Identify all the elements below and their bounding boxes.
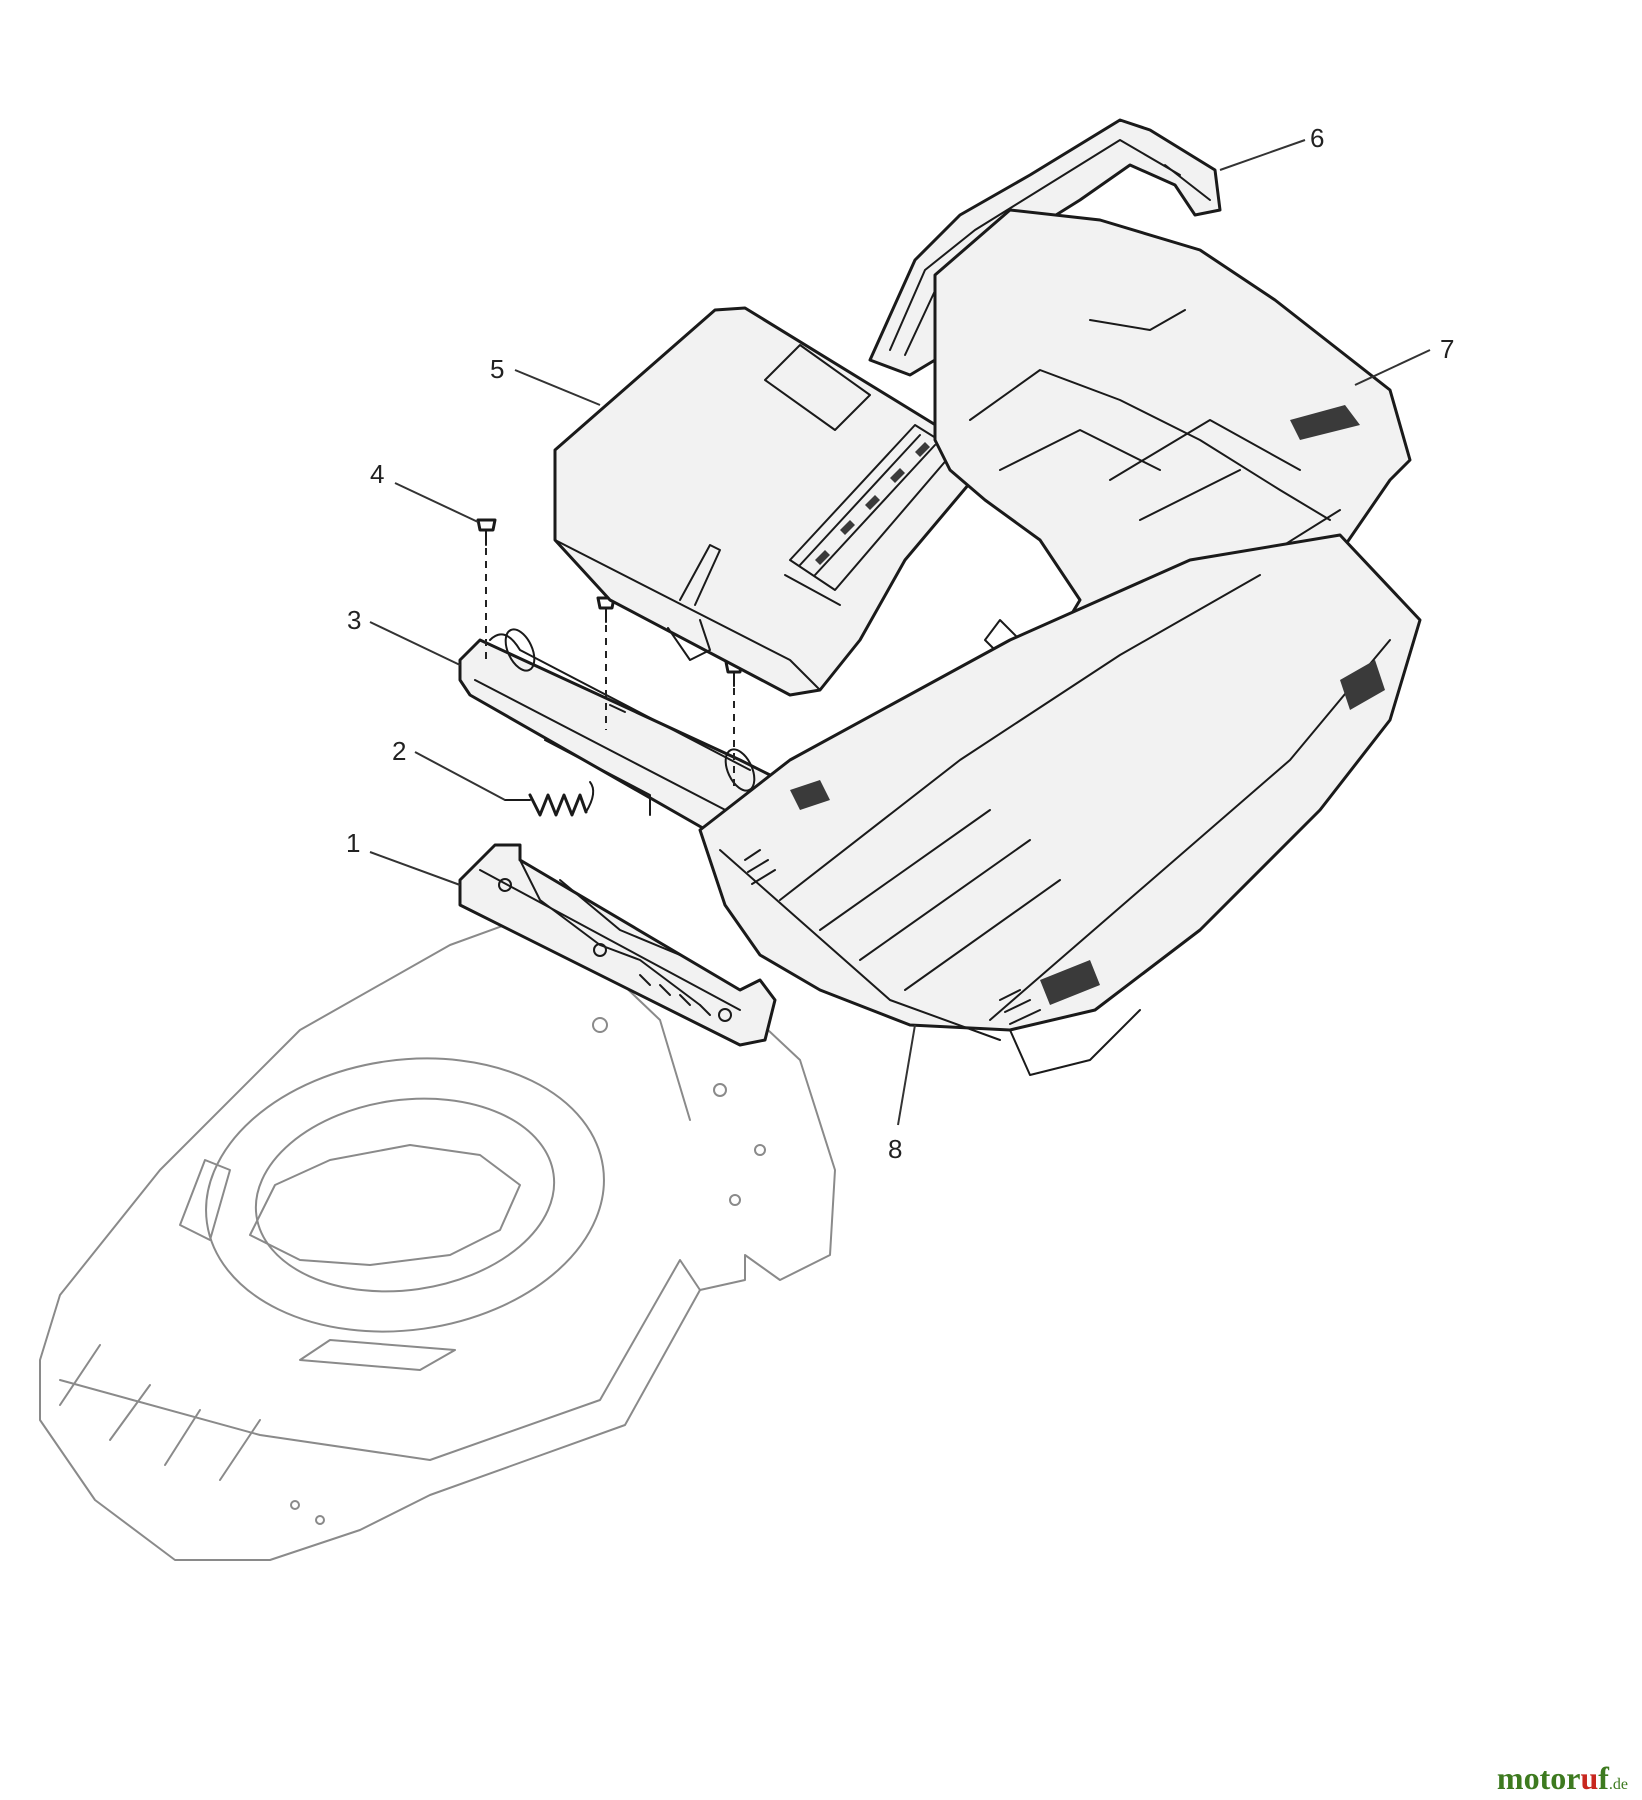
leader-6 (1219, 139, 1306, 171)
callout-6: 6 (1310, 123, 1324, 153)
leader-2 (414, 751, 506, 801)
leader-7 (1354, 349, 1431, 386)
leader-3 (369, 621, 461, 666)
leader-lines (369, 139, 1431, 1126)
watermark-tail: f (1598, 1760, 1609, 1796)
part-2-spring (504, 781, 595, 817)
leader-5 (514, 369, 601, 406)
callout-7: 7 (1440, 334, 1454, 364)
part-5-grass-bag-lid (553, 306, 987, 697)
callout-5: 5 (490, 354, 504, 384)
leader-8 (897, 1024, 916, 1126)
mower-deck (39, 904, 836, 1561)
callout-4: 4 (370, 459, 384, 489)
callout-1: 1 (346, 828, 360, 858)
part-1-hinge-bracket (458, 843, 777, 1047)
callouts: 1 2 3 4 5 6 7 8 (346, 123, 1454, 1164)
watermark-accent: u (1580, 1760, 1599, 1796)
watermark-logo: motoruf.de (1497, 1762, 1628, 1794)
leader-4 (394, 482, 479, 523)
watermark-main: motor (1496, 1760, 1581, 1796)
callout-8: 8 (888, 1134, 902, 1164)
part-8-grass-bag-base (698, 533, 1422, 1076)
leader-1 (369, 851, 461, 886)
callout-3: 3 (347, 605, 361, 635)
watermark-tld: .de (1608, 1776, 1628, 1793)
callout-2: 2 (392, 736, 406, 766)
